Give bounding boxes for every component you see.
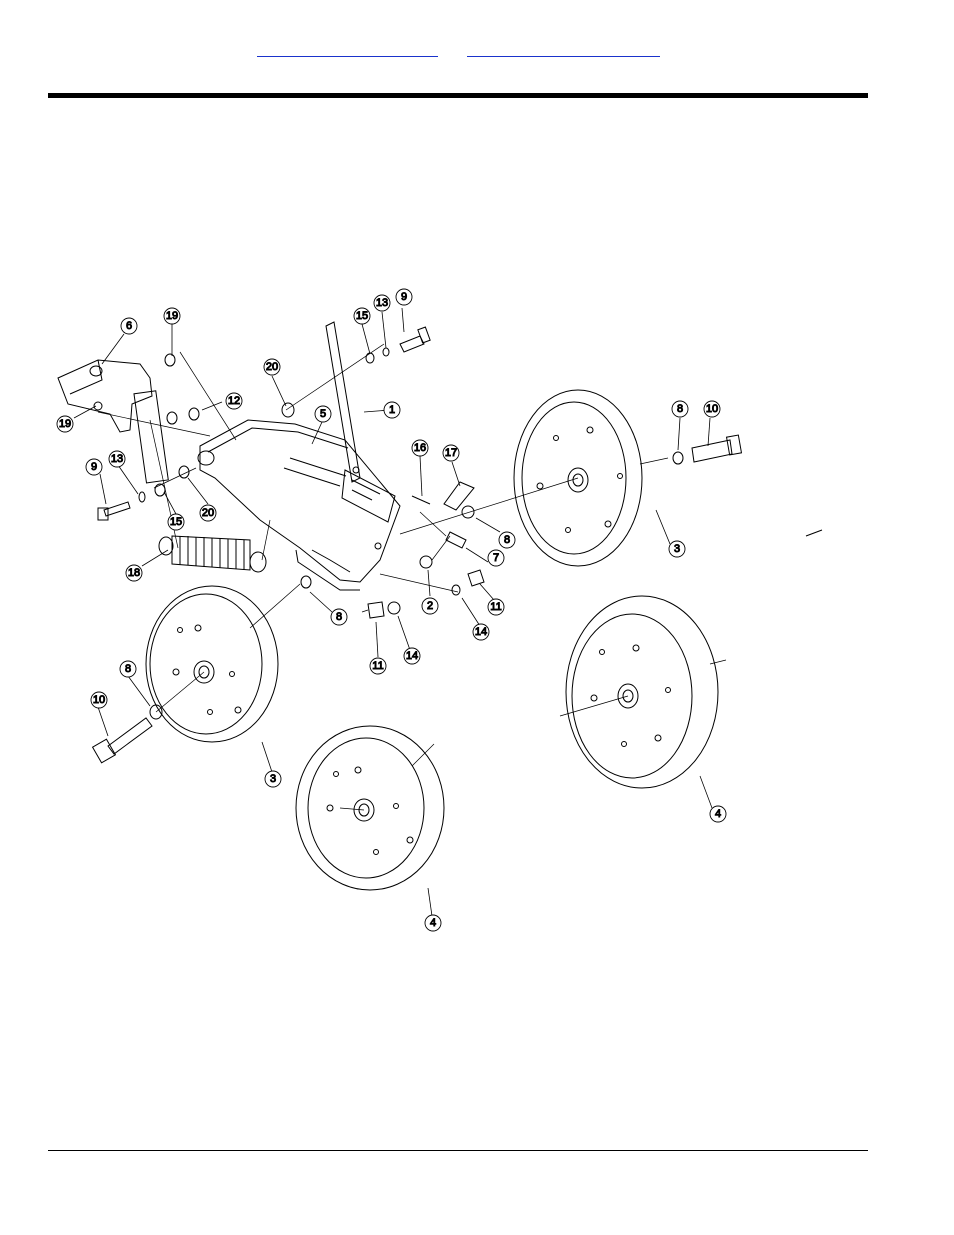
svg-text:15: 15 [170,516,182,528]
callout-12: 12 [225,392,243,410]
svg-text:8: 8 [677,403,683,415]
svg-text:14: 14 [406,650,418,662]
svg-text:9: 9 [401,291,407,303]
callout-14-right: 14 [472,623,490,641]
callout-8-arm: 8 [498,531,516,549]
callout-1: 1 [383,401,401,419]
callout-20-left: 20 [199,504,217,522]
wheel-4-right [565,595,719,789]
svg-text:16: 16 [414,442,426,454]
callout-4-right: 4 [709,805,727,823]
callout-18: 18 [125,564,143,582]
svg-text:7: 7 [493,552,499,564]
svg-text:3: 3 [270,773,276,785]
svg-text:18: 18 [128,567,140,579]
callout-19-top: 19 [163,307,181,325]
svg-text:4: 4 [430,917,436,929]
callout-11-bottom: 11 [369,657,387,675]
callout-9-top: 9 [395,288,413,306]
svg-text:4: 4 [715,808,721,820]
svg-text:13: 13 [376,297,388,309]
footer-rule [48,1150,868,1151]
svg-text:11: 11 [490,601,501,613]
svg-text:5: 5 [320,408,326,420]
svg-text:9: 9 [91,461,97,473]
callout-4-bottom: 4 [424,914,442,932]
svg-text:19: 19 [166,310,178,322]
callout-14-bottom: 14 [403,647,421,665]
svg-text:12: 12 [228,395,240,407]
mount-bracket [57,359,169,484]
callout-15-top: 15 [353,307,371,325]
callout-16: 16 [411,439,429,457]
svg-text:13: 13 [111,453,123,465]
callout-9-left: 9 [85,458,103,476]
callout-17: 17 [442,444,460,462]
callout-3-upper: 3 [668,540,686,558]
svg-text:15: 15 [356,310,368,322]
svg-text:8: 8 [504,534,510,546]
callout-15-left: 15 [167,513,185,531]
callout-10-left: 10 [90,691,108,709]
parts-diagram: 1 2 3 3 4 4 5 6 7 8 8 8 8 9 9 10 10 11 1… [48,282,828,940]
svg-text:8: 8 [125,663,131,675]
wheel-3-lower [145,585,279,743]
callout-11-right: 11 [487,598,505,616]
svg-text:6: 6 [126,320,132,332]
callout-13-left: 13 [108,450,126,468]
callout-6: 6 [120,317,138,335]
svg-text:10: 10 [93,694,105,706]
header-link-1[interactable] [257,42,438,57]
svg-text:10: 10 [706,403,718,415]
callout-20-top: 20 [263,358,281,376]
callout-3-lower: 3 [264,770,282,788]
svg-text:14: 14 [475,626,487,638]
svg-text:2: 2 [427,600,433,612]
svg-text:8: 8 [336,611,342,623]
assembly-lines [97,343,727,811]
callout-5: 5 [314,405,332,423]
svg-text:20: 20 [202,507,214,519]
callout-8-left: 8 [119,660,137,678]
callout-10-right: 10 [703,400,721,418]
svg-text:19: 19 [59,418,71,430]
callout-8-right: 8 [671,400,689,418]
adjust-handle [325,321,361,483]
arm-frame [197,419,401,591]
wheel-4-bottom [295,725,445,891]
header-rule [48,93,868,98]
callout-7: 7 [487,549,505,567]
svg-text:20: 20 [266,361,278,373]
wheel-3-upper [513,389,643,567]
callout-8-lower: 8 [330,608,348,626]
svg-text:11: 11 [372,660,383,672]
svg-text:17: 17 [445,447,457,459]
callout-2: 2 [421,597,439,615]
svg-text:1: 1 [389,404,395,416]
hardware [91,326,823,764]
callout-19-left: 19 [56,415,74,433]
callout-13-top: 13 [373,294,391,312]
svg-text:3: 3 [674,543,680,555]
leader-lines [73,307,713,917]
header-link-2[interactable] [467,42,660,57]
spring [158,535,267,573]
